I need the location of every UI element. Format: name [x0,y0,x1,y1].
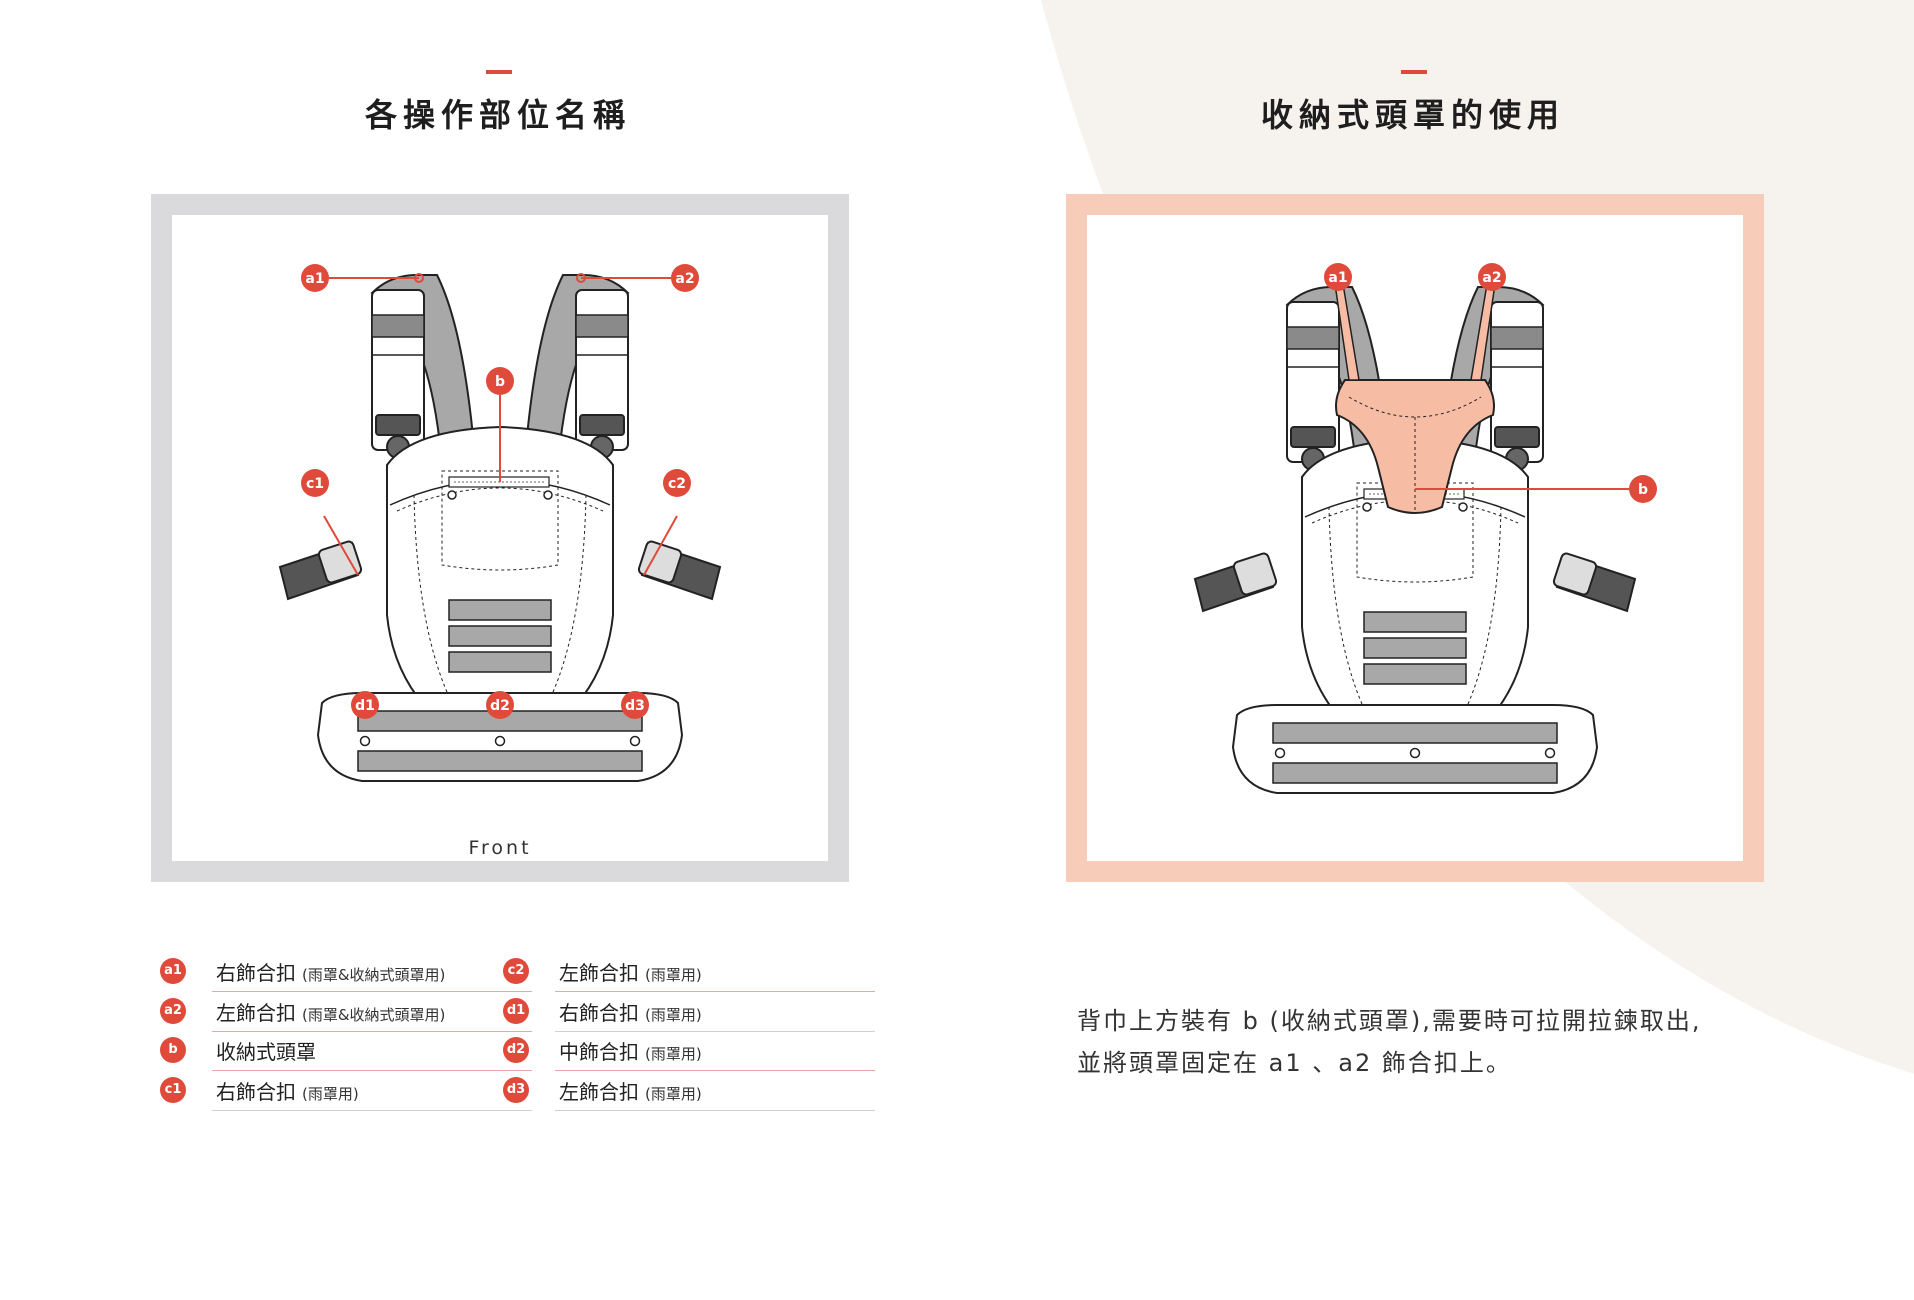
legend-name: 右飾合扣 [216,1080,296,1104]
legend-item-b: b 收納式頭罩 [160,1030,532,1071]
legend-name: 收納式頭罩 [216,1040,316,1064]
legend-name: 左飾合扣 [559,1080,639,1104]
hood-usage-description: 背巾上方裝有 b (收納式頭罩),需要時可拉開拉鍊取出, 並將頭罩固定在 a1 … [1077,1000,1777,1084]
marker-a2: a2 [1478,263,1506,291]
svg-text:a1: a1 [1328,270,1347,286]
legend-item-c1: c1 右飾合扣 (雨罩用) [160,1070,532,1111]
legend-badge: d1 [503,998,529,1024]
carrier-hood-diagram: a1 a2 b [1194,263,1657,794]
legend-item-a1: a1 右飾合扣 (雨罩&收納式頭罩用) [160,951,532,992]
svg-text:c2: c2 [668,476,686,492]
marker-a1: a1 [1324,263,1352,291]
legend-badge: d2 [503,1037,529,1063]
legend-name: 右飾合扣 [216,961,296,985]
legend-badge: d3 [503,1077,529,1103]
description-line-2: 並將頭罩固定在 a1 、a2 飾合扣上。 [1077,1049,1512,1077]
legend-note: (雨罩用) [645,1085,702,1103]
svg-text:a1: a1 [305,271,324,287]
a1-point [414,273,424,283]
legend-badge: a1 [160,958,186,984]
legend-item-d1: d1 右飾合扣 (雨罩用) [503,991,875,1032]
carrier-front-diagram: a1 a2 b c1 c2 d1 d2 d3 [279,264,721,782]
marker-c1: c1 [301,469,329,497]
description-line-1: 背巾上方裝有 b (收納式頭罩),需要時可拉開拉鍊取出, [1077,1007,1702,1035]
legend-name: 中飾合扣 [559,1040,639,1064]
svg-text:b: b [495,374,505,390]
legend-item-c2: c2 左飾合扣 (雨罩用) [503,951,875,992]
legend-name: 左飾合扣 [216,1001,296,1025]
legend-badge: c2 [503,958,529,984]
legend-note: (雨罩用) [645,1006,702,1024]
marker-b: b [486,367,514,395]
marker-d1: d1 [351,691,379,719]
marker-d2: d2 [486,691,514,719]
legend-note: (雨罩&收納式頭罩用) [302,966,446,984]
legend-name: 右飾合扣 [559,1001,639,1025]
svg-text:d3: d3 [625,698,645,714]
legend-note: (雨罩&收納式頭罩用) [302,1006,446,1024]
svg-text:a2: a2 [675,271,694,287]
svg-text:b: b [1638,482,1648,498]
marker-a2: a2 [671,264,699,292]
front-diagram-frame: a1 a2 b c1 c2 d1 d2 d3 Front [151,194,849,882]
title-accent-dash [486,70,512,74]
svg-text:a2: a2 [1482,270,1501,286]
legend-badge: a2 [160,998,186,1024]
legend-badge: b [160,1037,186,1063]
hood-shape [1335,379,1495,514]
callout-lines [315,277,685,576]
right-section-title: 收納式頭罩的使用 [1260,96,1565,134]
legend-note: (雨罩用) [645,966,702,984]
legend-item-a2: a2 左飾合扣 (雨罩&收納式頭罩用) [160,991,532,1032]
legend-item-d3: d3 左飾合扣 (雨罩用) [503,1070,875,1111]
front-view-caption: Front [468,837,532,859]
marker-d3: d3 [621,691,649,719]
a2-point [576,273,586,283]
marker-c2: c2 [663,469,691,497]
marker-b: b [1629,475,1657,503]
legend-item-d2: d2 中飾合扣 (雨罩用) [503,1030,875,1071]
svg-text:c1: c1 [306,476,324,492]
hood-diagram-frame: a1 a2 b [1066,194,1764,882]
marker-a1: a1 [301,264,329,292]
svg-text:d2: d2 [490,698,510,714]
legend-badge: c1 [160,1077,186,1103]
legend-note: (雨罩用) [645,1045,702,1063]
legend-note: (雨罩用) [302,1085,359,1103]
left-section-title: 各操作部位名稱 [364,96,631,134]
title-accent-dash [1401,70,1427,74]
baby-carrier-drawing [1194,286,1636,794]
svg-text:d1: d1 [355,698,375,714]
legend-name: 左飾合扣 [559,961,639,985]
